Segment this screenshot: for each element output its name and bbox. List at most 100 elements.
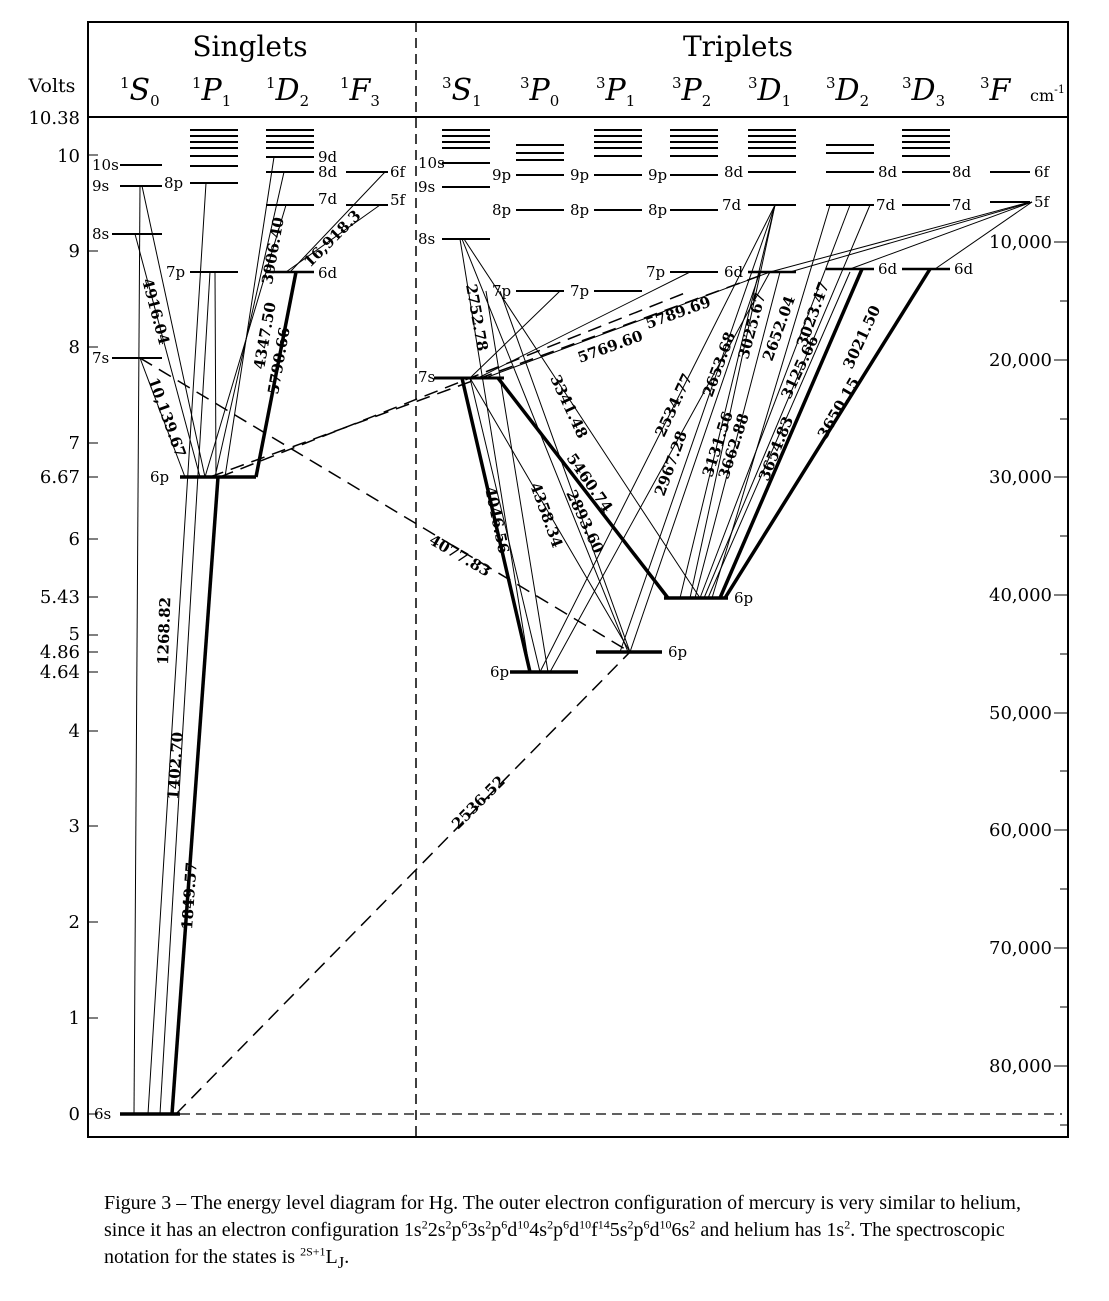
term-3D1: 3D1 [748, 73, 791, 110]
wavelength-label: 1268.82 [154, 597, 174, 665]
transition-line [147, 182, 207, 1115]
volts-tick-2: 2 [69, 912, 80, 933]
transition-line-strong [170, 476, 220, 1115]
level-label: 9p [570, 166, 589, 184]
level-label: 10s [92, 156, 119, 174]
level-label: 7p [570, 282, 589, 300]
level-label: 6d [318, 264, 338, 282]
transition-line [539, 204, 776, 673]
wavelength-label: 3654.83 [755, 414, 797, 484]
level-label: 6p [734, 589, 753, 607]
volts-tick-8: 8 [69, 337, 80, 358]
level-label: 6p [490, 663, 509, 681]
dashed-transition-line [175, 651, 631, 1115]
level-label: 7p [166, 263, 185, 281]
term-3F: 3F [980, 73, 1012, 108]
transition-line [159, 271, 211, 1115]
level-label: 8p [570, 201, 589, 219]
wavenumber-tick-10000: 10,000 [989, 232, 1052, 253]
volts-tick-4-64: 4.64 [40, 662, 80, 683]
level-label: 7p [646, 263, 665, 281]
transition-line-strong [723, 268, 932, 599]
series-limit-stacks [190, 129, 950, 167]
level-label: 6d [954, 260, 974, 278]
transition-line [285, 204, 381, 273]
transition-line [469, 377, 541, 673]
level-label: 10s [418, 154, 445, 172]
wavelength-label: 4046.56 [481, 485, 513, 555]
wavelength-label: 2536.52 [448, 772, 509, 833]
transition-line [769, 201, 1031, 273]
level-label: 8p [164, 174, 183, 192]
transition-line-strong [496, 376, 670, 600]
transition-lines [133, 156, 1033, 1115]
term-3P2: 3P2 [672, 73, 711, 110]
transition-line [789, 201, 1033, 273]
term-3D3: 3D3 [902, 73, 945, 110]
volts-tick-5: 5 [69, 624, 80, 645]
transition-line [134, 233, 201, 478]
triplets-header: Triplets [683, 30, 793, 63]
transition-line [139, 357, 186, 478]
dashed-transition-line [219, 290, 691, 478]
wavenumber-tick-20000: 20,000 [989, 350, 1052, 371]
level-label: 5f [390, 191, 407, 209]
level-label: 8d [878, 163, 898, 181]
level-label: 9s [418, 178, 435, 196]
wavelength-label: 4077.83 [426, 531, 494, 581]
transition-line [689, 204, 776, 599]
level-label: 9p [648, 166, 667, 184]
level-label: 7s [92, 349, 109, 367]
cm-header: cm-1 [1030, 83, 1065, 105]
term-symbols: 1S0 1P1 1D2 1F3 3S1 3P0 3P1 3P2 3D1 3D2 … [120, 73, 1012, 110]
volts-tick-10: 10 [57, 146, 80, 167]
transition-line [934, 201, 1033, 270]
wavelength-label: 4916.04 [138, 276, 173, 346]
volts-tick-3: 3 [69, 816, 80, 837]
singlets-header: Singlets [192, 30, 307, 63]
term-1P1: 1P1 [192, 73, 231, 110]
transition-line [214, 171, 285, 478]
level-label: 6d [878, 260, 898, 278]
level-label: 8p [492, 201, 511, 219]
volts-tick-6: 6 [69, 529, 80, 550]
wavelength-label: 3650.15 [814, 374, 864, 442]
level-label: 9s [92, 177, 109, 195]
term-3D2: 3D2 [826, 73, 869, 110]
level-label: 9d [318, 148, 338, 166]
level-label: 6f [1034, 163, 1051, 181]
level-labels: 10s 9s 8s 7s 6s 8p 7p 6p 9d 8d 7d 6d 6f … [92, 148, 1051, 1123]
volts-tick-9: 9 [69, 241, 80, 262]
volts-tick-6-67: 6.67 [40, 467, 80, 488]
wavelength-label: 5789.69 [643, 293, 713, 333]
wavenumber-tick-60000: 60,000 [989, 820, 1052, 841]
wavelength-label: 3341.48 [546, 372, 591, 441]
figure-caption: Figure 3 – The energy level diagram for … [104, 1192, 1021, 1272]
transition-line [224, 156, 275, 478]
wavenumber-tick-40000: 40,000 [989, 585, 1052, 606]
wavelength-label: 3906.40 [258, 216, 288, 286]
transition-line [289, 171, 386, 273]
transition-line [629, 271, 761, 653]
level-label: 7d [722, 196, 742, 214]
transition-line [849, 201, 1033, 270]
level-label: 7s [418, 368, 435, 386]
level-label: 7d [318, 190, 338, 208]
transition-line [707, 271, 851, 599]
intercombination-lines [139, 271, 771, 1115]
transition-line [214, 271, 217, 478]
level-label: 8s [92, 225, 109, 243]
term-1D2: 1D2 [266, 73, 309, 110]
wavenumber-tick-30000: 30,000 [989, 467, 1052, 488]
volts-tick-7: 7 [69, 433, 80, 454]
term-1S0: 1S0 [120, 73, 160, 110]
level-label: 8s [418, 230, 435, 248]
wavelength-label: 2752.78 [462, 283, 492, 353]
level-label: 7p [492, 282, 511, 300]
level-label: 6p [150, 468, 169, 486]
level-label: 8d [952, 163, 972, 181]
transition-line [469, 290, 561, 379]
level-label: 8d [724, 163, 744, 181]
transition-line [461, 238, 629, 653]
volts-axis: 10.38 10 9 8 7 6.67 6 5.43 5 4.86 4.64 4… [28, 108, 98, 1125]
